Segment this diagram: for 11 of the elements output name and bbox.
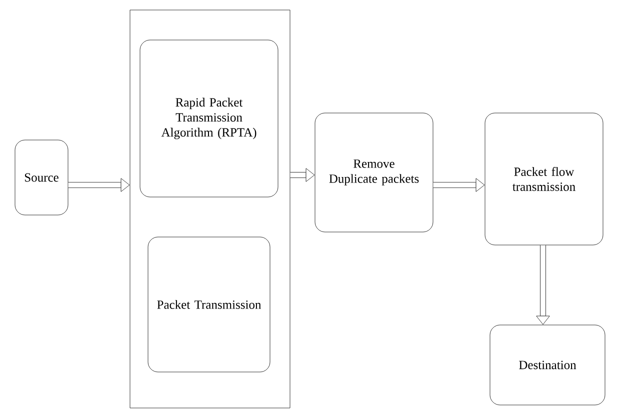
block-arrow [68,178,130,192]
block-arrow [433,178,485,192]
process-box: Remove Duplicate packets [314,112,434,232]
process-box: Packet flow transmission [484,112,604,246]
group-box [130,10,290,408]
block-arrow [536,245,550,325]
block-arrow [290,168,315,182]
process-box: Destination [490,324,606,406]
process-box: Packet Transmission [148,236,270,372]
process-box: Source [14,140,68,216]
process-box: Rapid Packet Transmission Algorithm (RPTA) [140,40,278,198]
